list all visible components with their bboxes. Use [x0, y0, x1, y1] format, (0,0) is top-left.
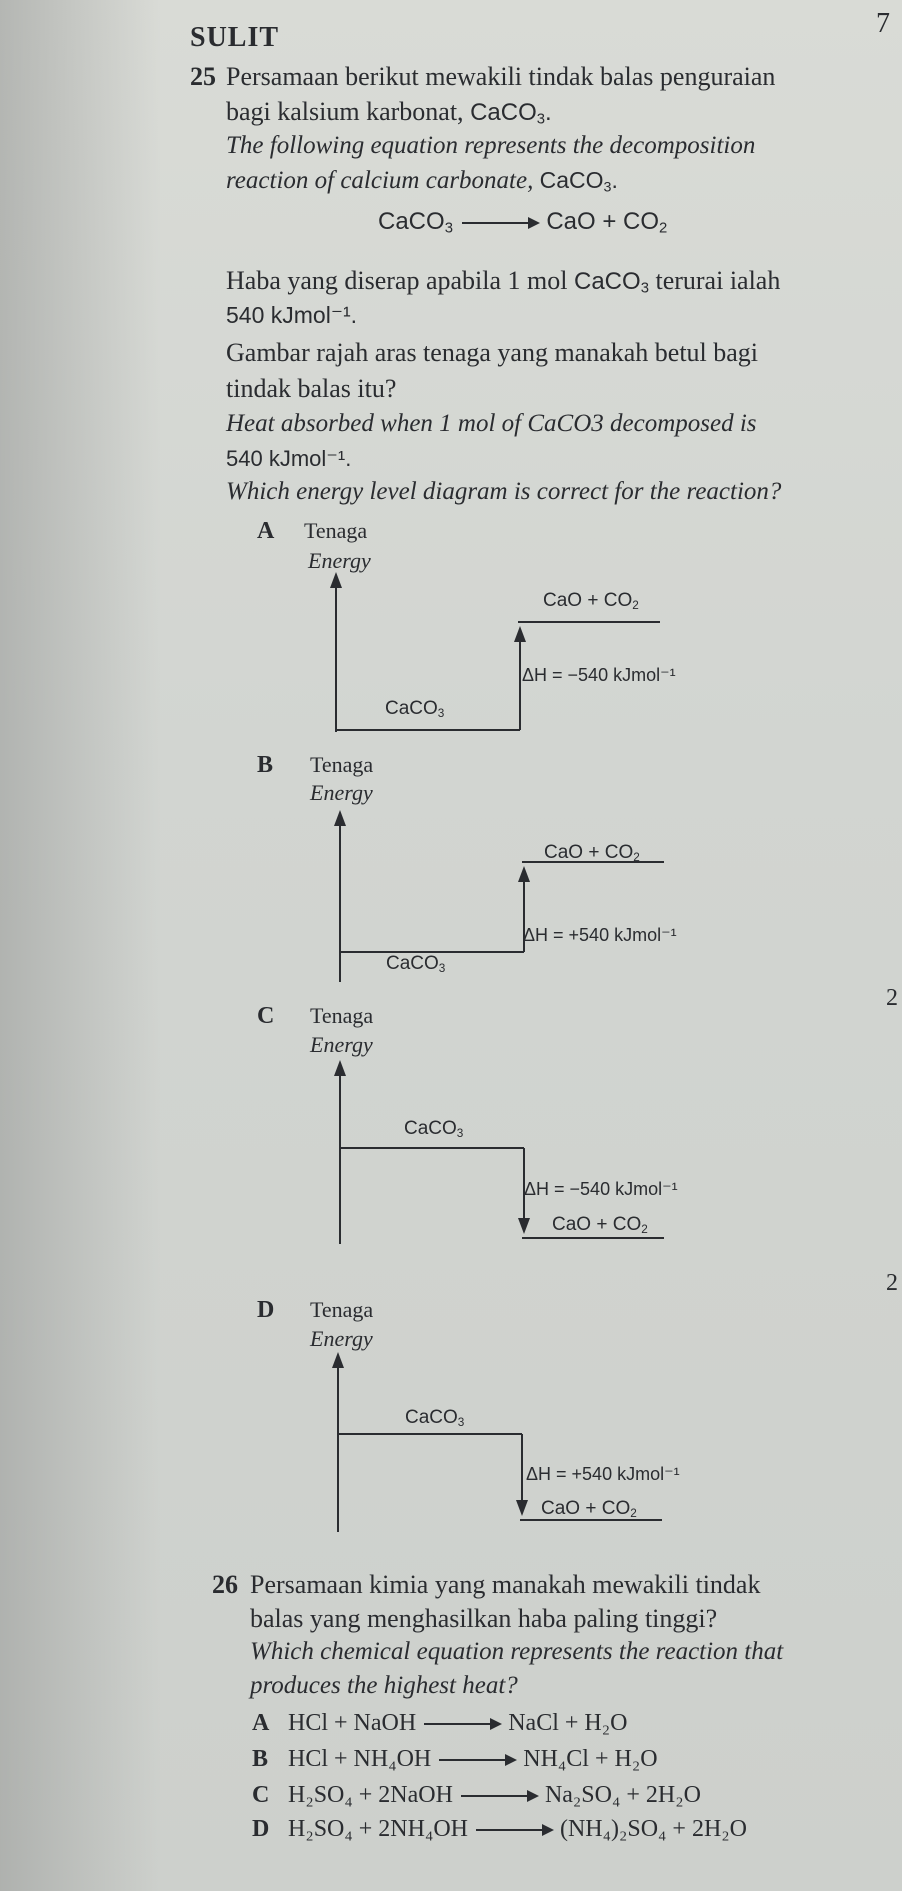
- q26-option-b-rhs: NH₄Cl + H₂O: [523, 1746, 658, 1772]
- option-a-axis-en: Energy: [308, 548, 371, 573]
- q25-en-heat-value: 540 kJmol⁻¹.: [226, 446, 352, 471]
- margin-mark-2: 2: [886, 1270, 898, 1296]
- option-a-letter: A: [257, 518, 275, 544]
- q26-number: 26: [212, 1570, 238, 1599]
- q25-ms-line2: bagi kalsium karbonat, CaCO3.: [226, 97, 552, 128]
- q26-option-c-letter: C: [252, 1782, 270, 1808]
- energy-axis-arrow-icon: [330, 572, 342, 588]
- reaction-arrow-icon: [475, 1824, 554, 1837]
- option-b-upper-label: CaO + CO2: [544, 842, 640, 864]
- option-c-lower-label: CaO + CO2: [552, 1214, 648, 1236]
- up-arrow-icon: [518, 866, 530, 882]
- energy-axis-arrow-icon: [332, 1352, 344, 1368]
- reaction-arrow-icon: [460, 1790, 539, 1803]
- option-b-lower-label: CaCO3: [386, 953, 446, 975]
- q26-option-c: C H₂SO₄ + 2NaOH Na₂SO₄ + 2H₂O: [252, 1782, 701, 1809]
- q25-equation: CaCO3 CaO + CO2: [378, 208, 667, 237]
- option-a-lower-label: CaCO3: [385, 698, 445, 720]
- equation-reactant: CaCO3: [378, 208, 453, 237]
- option-d-delta-h: ΔH = +540 kJmol⁻¹: [526, 1464, 680, 1484]
- q25-en-line2: reaction of calcium carbonate, CaCO3.: [226, 167, 618, 196]
- option-d-axis-ms: Tenaga: [310, 1297, 374, 1322]
- q26-ms-line2: balas yang menghasilkan haba paling ting…: [250, 1604, 718, 1633]
- q26-en-line1: Which chemical equation represents the r…: [250, 1638, 784, 1665]
- option-b-axis-ms: Tenaga: [310, 752, 374, 777]
- option-d-diagram: [332, 1352, 662, 1532]
- q25-en-line2-text: reaction of calcium carbonate,: [226, 167, 534, 194]
- q25-en-question: Which energy level diagram is correct fo…: [226, 478, 782, 505]
- q25-number: 25: [190, 62, 216, 91]
- q25-formula-ms: CaCO3.: [470, 99, 552, 128]
- option-a-delta-h: ΔH = −540 kJmol⁻¹: [522, 665, 676, 685]
- option-c-axis-ms: Tenaga: [310, 1003, 374, 1028]
- q26-option-c-rhs: Na₂SO₄ + 2H₂O: [544, 1782, 701, 1808]
- up-arrow-icon: [514, 626, 526, 642]
- q26-option-d-lhs: H₂SO₄ + 2NH₄OH: [288, 1816, 468, 1842]
- q25-ms-heat-prefix: Haba yang diserap apabila 1 mol: [226, 266, 568, 295]
- q26-option-a-lhs: HCl + NaOH: [288, 1710, 417, 1736]
- option-b-letter: B: [257, 752, 274, 778]
- option-c-letter: C: [257, 1003, 275, 1029]
- q25-ms-heat-suffix: terurai ialah: [655, 266, 781, 295]
- page-shadow: [0, 0, 160, 1891]
- equation-products: CaO + CO2: [546, 208, 668, 237]
- q26-option-d-rhs: (NH₄)₂SO₄ + 2H₂O: [559, 1816, 747, 1842]
- q26-option-d: D H₂SO₄ + 2NH₄OH (NH₄)₂SO₄ + 2H₂O: [252, 1816, 747, 1843]
- energy-axis-arrow-icon: [334, 810, 346, 826]
- option-b-delta-h: ΔH = +540 kJmol⁻¹: [523, 925, 677, 945]
- option-a-diagram: [330, 572, 660, 732]
- energy-axis-arrow-icon: [334, 1060, 346, 1076]
- option-a-axis-ms: Tenaga: [304, 518, 368, 543]
- reaction-arrow-icon: [461, 216, 540, 229]
- reaction-arrow-icon: [424, 1718, 503, 1731]
- down-arrow-icon: [516, 1500, 528, 1516]
- option-d-upper-label: CaCO3: [405, 1407, 465, 1429]
- option-c-diagram: [334, 1060, 664, 1244]
- q26-option-a-letter: A: [252, 1710, 270, 1736]
- q26-option-d-letter: D: [252, 1816, 270, 1842]
- margin-mark-1: 2: [886, 985, 898, 1011]
- q25-heat-value: 540 kJmol⁻¹.: [226, 302, 358, 328]
- q26-option-b: B HCl + NH₄OH NH₄Cl + H₂O: [252, 1746, 658, 1773]
- option-d-axis-en: Energy: [310, 1326, 373, 1351]
- q25-ms-line1: Persamaan berikut mewakili tindak balas …: [226, 62, 776, 91]
- q25-en-line1: The following equation represents the de…: [226, 132, 756, 159]
- q25-ms-question-line2: tindak balas itu?: [226, 374, 397, 403]
- option-c-upper-label: CaCO3: [404, 1118, 464, 1140]
- q25-ms-line2-text: bagi kalsium karbonat,: [226, 97, 464, 126]
- q25-en-heat-line1: Heat absorbed when 1 mol of CaCO3 decomp…: [226, 410, 757, 437]
- option-d-lower-label: CaO + CO2: [541, 1498, 637, 1520]
- q25-heat-formula: CaCO3: [574, 268, 649, 297]
- q26-option-a-rhs: NaCl + H₂O: [508, 1710, 628, 1736]
- q26-option-b-lhs: HCl + NH₄OH: [288, 1746, 432, 1772]
- reaction-arrow-icon: [439, 1754, 518, 1767]
- option-c-axis-en: Energy: [310, 1032, 373, 1057]
- q26-option-c-lhs: H₂SO₄ + 2NaOH: [288, 1782, 453, 1808]
- option-b-axis-en: Energy: [310, 780, 373, 805]
- down-arrow-icon: [518, 1218, 530, 1234]
- option-a-upper-label: CaO + CO2: [543, 590, 639, 612]
- q26-option-b-letter: B: [252, 1746, 269, 1772]
- q25-ms-heat-line1: Haba yang diserap apabila 1 mol CaCO3 te…: [226, 266, 780, 297]
- option-d-letter: D: [257, 1297, 275, 1323]
- q25-formula-en: CaCO3.: [539, 167, 618, 196]
- option-c-delta-h: ΔH = −540 kJmol⁻¹: [524, 1179, 678, 1199]
- q26-en-line2: produces the highest heat?: [250, 1672, 518, 1699]
- sulit-label: SULIT: [190, 22, 280, 53]
- q26-ms-line1: Persamaan kimia yang manakah mewakili ti…: [250, 1570, 761, 1599]
- q25-ms-question-line1: Gambar rajah aras tenaga yang manakah be…: [226, 338, 759, 367]
- page-number: 7: [876, 8, 890, 39]
- option-b-diagram: [334, 810, 664, 982]
- q26-option-a: A HCl + NaOH NaCl + H₂O: [252, 1710, 627, 1737]
